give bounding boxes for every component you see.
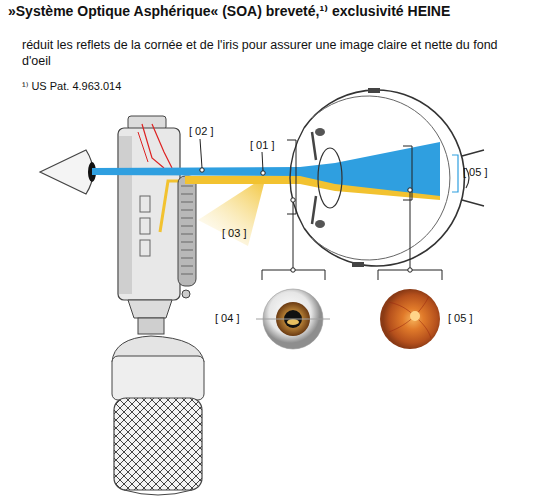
ophthalmoscope-handle	[112, 300, 204, 495]
ophthalmoscope-head	[118, 116, 196, 300]
footnote: ¹⁾ US Pat. 4.963.014	[22, 80, 121, 94]
light-beams	[92, 142, 440, 246]
iris-image: [ 04 ]	[262, 288, 324, 350]
fundus-image: [ 05 ]	[379, 288, 441, 350]
callout-number: [ 03 ]	[222, 227, 246, 241]
callout-number: [ 02 ]	[189, 125, 213, 139]
leader-lines	[200, 139, 458, 280]
callout-number: [ 05 ]	[463, 166, 487, 180]
callout-number: [ 01 ]	[250, 139, 274, 153]
callout-number: [ 04 ]	[215, 312, 239, 324]
inset-picture	[262, 288, 324, 350]
observer-eye	[40, 150, 96, 194]
inset-picture	[379, 288, 441, 350]
title: »Système Optique Asphérique« (SOA) breve…	[8, 3, 450, 21]
eye-cross-section	[290, 88, 484, 267]
callout-number: [ 05 ]	[448, 312, 472, 324]
subtitle: réduit les reflets de la cornée et de l'…	[22, 38, 527, 69]
